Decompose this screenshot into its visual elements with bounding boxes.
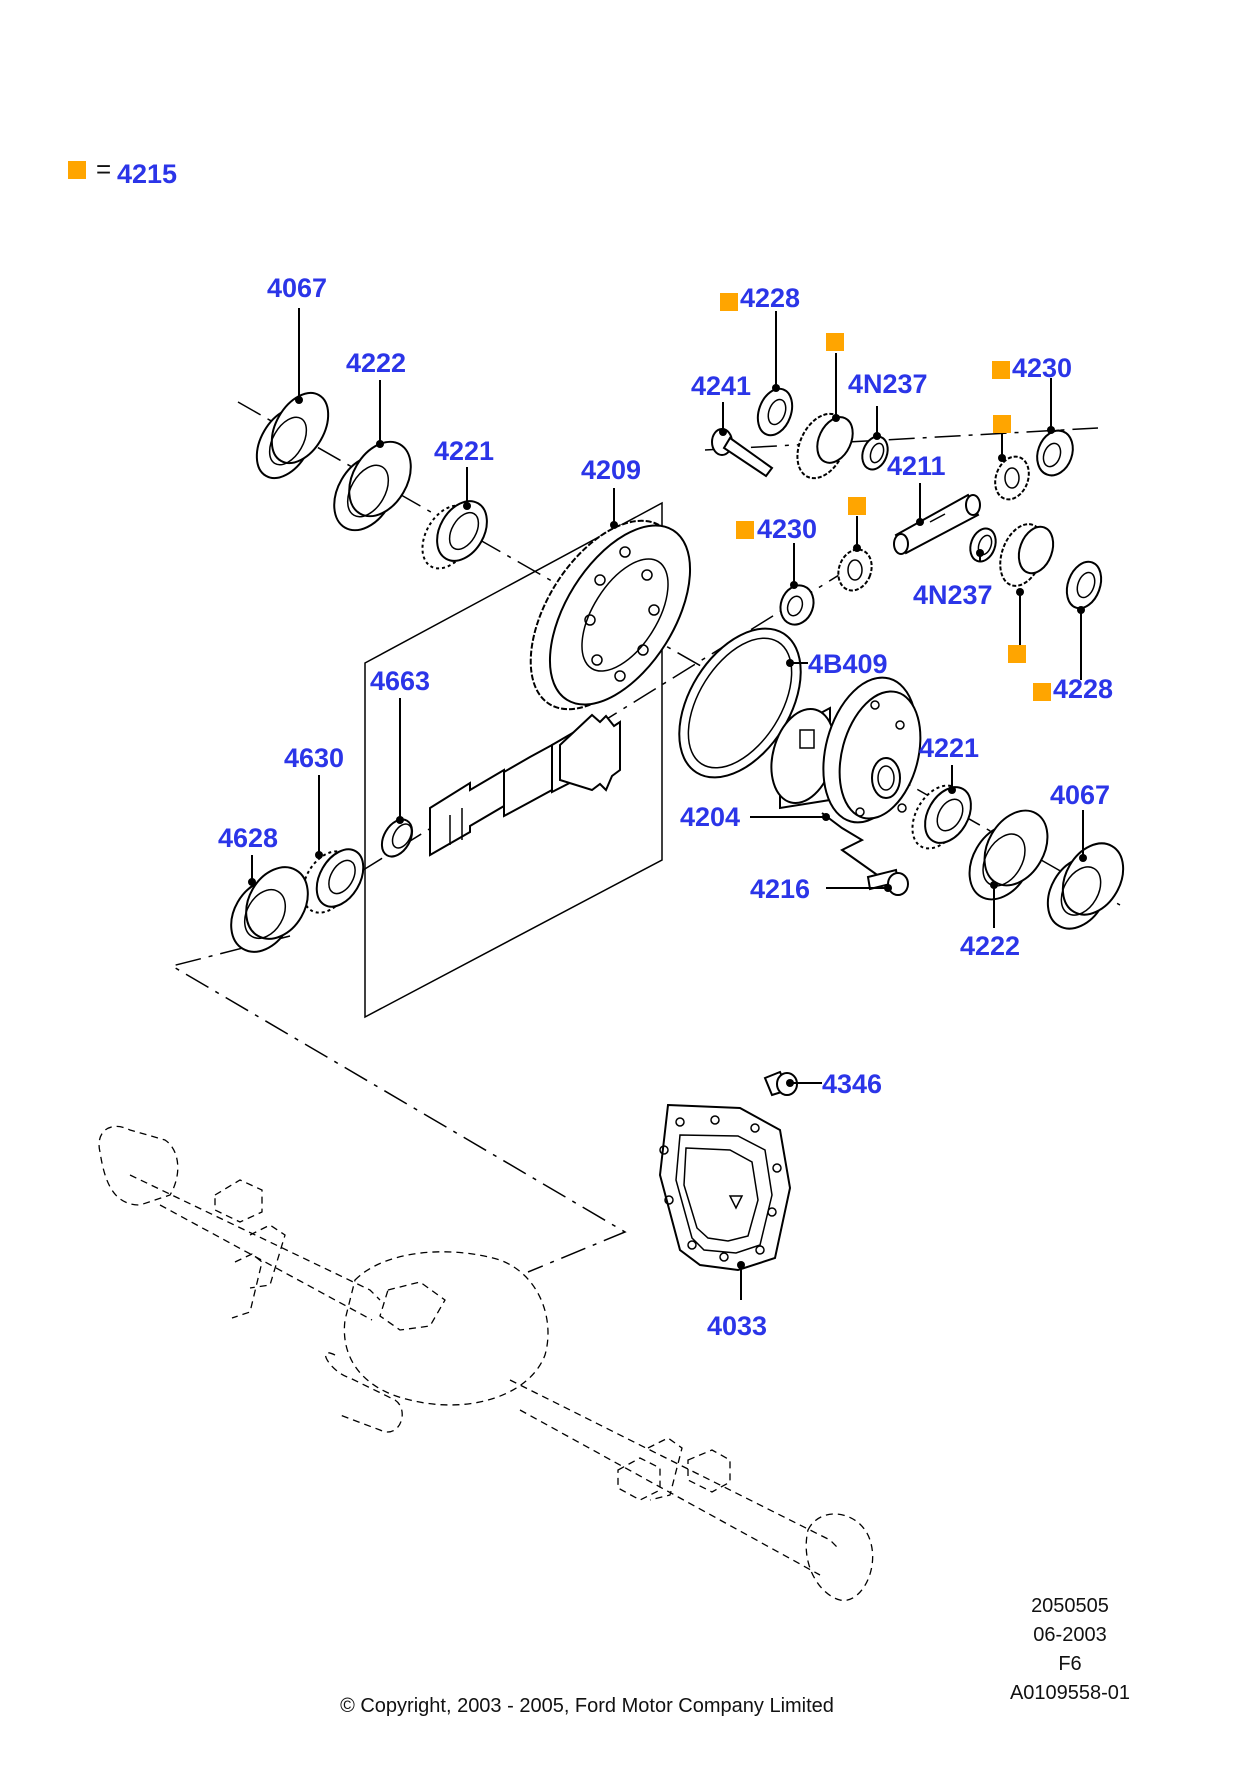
legend-equals: =: [96, 154, 111, 184]
axis-break-mark: [821, 812, 891, 885]
label-4222-right[interactable]: 4222: [960, 931, 1020, 961]
lock-bolt-4241[interactable]: [711, 428, 774, 478]
pinion-frame: [364, 501, 663, 1019]
drawing-section: F6: [1058, 1653, 1081, 1675]
label-4228-top[interactable]: 4228: [740, 283, 800, 313]
pinion-gear-mid[interactable]: [833, 545, 877, 595]
label-4230-mid[interactable]: 4230: [757, 514, 817, 544]
cover-bolt-4346[interactable]: [763, 1070, 798, 1097]
collapsible-spacer-4663[interactable]: [376, 814, 419, 862]
drawing-number: 2050505: [1031, 1595, 1109, 1617]
ring-gear-4209[interactable]: [500, 495, 719, 735]
differential-case-4204[interactable]: [762, 667, 934, 833]
marker-square-icon: [848, 497, 866, 515]
pinion-gear-top-right[interactable]: [989, 452, 1034, 504]
thrust-washer-4228-top[interactable]: [752, 384, 798, 440]
snap-ring-4N237-mid[interactable]: [966, 525, 1000, 565]
label-4221-right[interactable]: 4221: [919, 733, 979, 763]
label-4204[interactable]: 4204: [680, 802, 740, 832]
marker-square-icon: [826, 333, 844, 351]
marker-square-icon: [68, 161, 86, 179]
housing-alignment-line: [170, 935, 627, 1273]
bearing-cup-4628[interactable]: [219, 856, 320, 963]
label-4033[interactable]: 4033: [707, 1311, 767, 1341]
gasket-4B409[interactable]: [654, 607, 826, 799]
label-4221-left[interactable]: 4221: [434, 436, 494, 466]
label-4222-left[interactable]: 4222: [346, 348, 406, 378]
label-4B409[interactable]: 4B409: [808, 649, 888, 679]
legend-part-number[interactable]: 4215: [117, 159, 177, 189]
drive-pinion: [429, 713, 621, 857]
label-4628[interactable]: 4628: [218, 823, 278, 853]
bearing-cone-4221-right[interactable]: [902, 777, 980, 858]
carrier-axis: [237, 401, 1121, 906]
drawing-date: 06-2003: [1033, 1624, 1106, 1646]
axle-housing-ghost: [98, 1125, 874, 1601]
label-4241[interactable]: 4241: [691, 371, 751, 401]
label-4067-left[interactable]: 4067: [267, 273, 327, 303]
label-4N237-mid[interactable]: 4N237: [913, 580, 993, 610]
callouts: 4067 4222 4221 4209 4228 4241 4N237 4230…: [218, 273, 1113, 1341]
label-4230-top[interactable]: 4230: [1012, 353, 1072, 383]
pinion-shaft-4211[interactable]: [893, 493, 981, 555]
marker-square-icon: [993, 415, 1011, 433]
pinion-shaft-axis: [704, 427, 1099, 451]
drawing-info: 2050505 06-2003 F6 A0109558-01 © Copyrig…: [340, 1595, 1130, 1717]
label-4216[interactable]: 4216: [750, 874, 810, 904]
thrust-washer-4230-top[interactable]: [1031, 426, 1079, 481]
bearing-cup-4067-right[interactable]: [1036, 833, 1136, 940]
marker-square-icon: [1008, 645, 1026, 663]
label-4067-right[interactable]: 4067: [1050, 780, 1110, 810]
label-4228-right[interactable]: 4228: [1053, 674, 1113, 704]
marker-square-icon: [736, 521, 754, 539]
label-4346[interactable]: 4346: [822, 1069, 882, 1099]
thrust-washer-4228-right[interactable]: [1061, 557, 1107, 613]
marker-square-icon: [992, 361, 1010, 379]
label-4211[interactable]: 4211: [887, 451, 946, 481]
legend: = 4215: [68, 154, 177, 189]
label-4630[interactable]: 4630: [284, 743, 344, 773]
label-4209[interactable]: 4209: [581, 455, 641, 485]
bearing-cup-4222-left[interactable]: [322, 431, 424, 541]
copyright-notice: © Copyright, 2003 - 2005, Ford Motor Com…: [340, 1695, 834, 1717]
bearing-cone-4221-left[interactable]: [412, 492, 497, 577]
label-4N237-top[interactable]: 4N237: [848, 369, 928, 399]
marker-square-icon: [1033, 683, 1051, 701]
drawing-reference: A0109558-01: [1010, 1682, 1130, 1704]
marker-square-icon: [720, 293, 738, 311]
bearing-cone-4630[interactable]: [292, 841, 372, 921]
side-gear-top[interactable]: [788, 406, 860, 486]
label-4663[interactable]: 4663: [370, 666, 430, 696]
ring-gear-bolt-4216[interactable]: [866, 868, 909, 896]
bearing-cup-4067-left[interactable]: [245, 383, 340, 488]
rear-cover-4033[interactable]: [658, 1103, 792, 1272]
bearing-cup-4222-right[interactable]: [957, 799, 1060, 910]
thrust-washer-4230-mid[interactable]: [775, 581, 819, 630]
side-gear-right[interactable]: [992, 518, 1059, 592]
